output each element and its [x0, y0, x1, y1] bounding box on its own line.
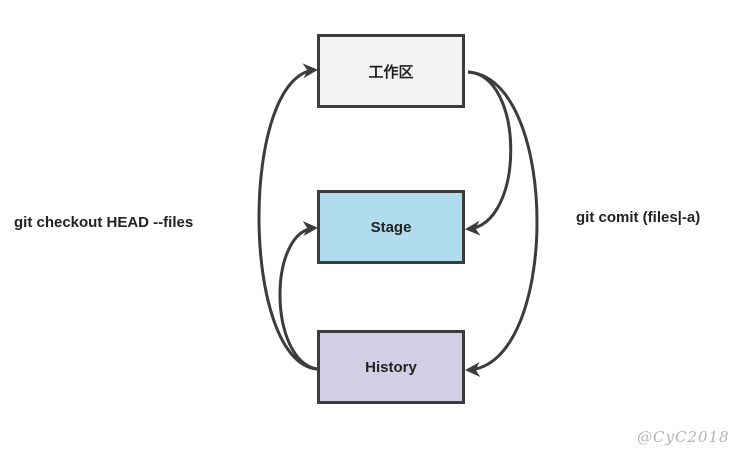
stage-node: Stage — [317, 190, 465, 264]
history-label: History — [365, 358, 417, 376]
edge-history-to-workdir — [257, 63, 318, 371]
stage-label: Stage — [370, 218, 412, 236]
history-node: History — [317, 330, 465, 404]
watermark: @CyC2018 — [637, 428, 730, 446]
edge-workdir-to-history — [465, 70, 539, 377]
edge-history-to-stage — [278, 221, 318, 371]
checkout-edge-label: git checkout HEAD --files — [14, 214, 194, 231]
working-directory-node: 工作区 — [317, 34, 465, 108]
edge-workdir-to-stage — [465, 70, 513, 236]
working-directory-label: 工作区 — [368, 63, 414, 81]
commit-edge-label: git comit (files|-a) — [576, 209, 701, 226]
